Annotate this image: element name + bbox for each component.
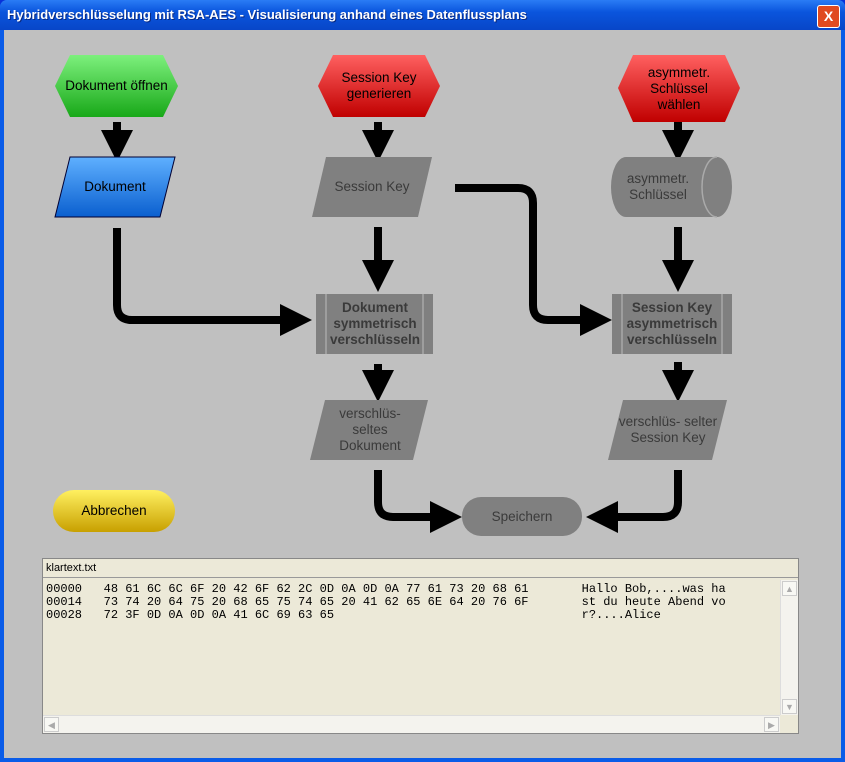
hex-viewer: klartext.txt 00000 48 61 6C 6C 6F 20 42 …	[42, 558, 799, 734]
arrow	[374, 470, 462, 533]
session-key-node: Session Key	[334, 179, 410, 194]
scroll-down-icon[interactable]: ▼	[782, 699, 797, 714]
open-document-hexagon	[55, 55, 178, 117]
asym-key-node: asymmetr. Schlüssel	[626, 171, 690, 202]
choose-asym-key-button[interactable]: asymmetr. Schlüssel wählen	[647, 64, 711, 112]
encrypt-session-key-button[interactable]: Session Key asymmetrisch verschlüsseln	[626, 300, 718, 347]
horizontal-scrollbar[interactable]: ◀ ▶	[43, 715, 780, 733]
document-node: Dokument	[84, 179, 146, 194]
window-title: Hybridverschlüsselung mit RSA-AES - Visu…	[7, 7, 527, 22]
open-document-button[interactable]: Dokument öffnen	[65, 78, 168, 93]
generate-session-key-button[interactable]: Session Key generieren	[341, 70, 417, 101]
save-button[interactable]: Speichern	[491, 508, 553, 524]
scroll-up-icon[interactable]: ▲	[782, 581, 797, 596]
scroll-right-icon[interactable]: ▶	[764, 717, 779, 732]
hex-content[interactable]: 00000 48 61 6C 6C 6F 20 42 6F 62 2C 0D 0…	[43, 580, 780, 715]
hex-filename: klartext.txt	[43, 559, 798, 578]
document-parallelogram	[54, 156, 176, 218]
close-button[interactable]: X	[817, 5, 840, 28]
asym-key-cylinder	[611, 157, 732, 217]
arrow	[586, 470, 682, 533]
encrypt-document-button[interactable]: Dokument symmetrisch verschlüsseln	[329, 300, 421, 347]
scroll-left-icon[interactable]: ◀	[44, 717, 59, 732]
arrow	[455, 184, 612, 336]
choose-key-hexagon	[618, 55, 740, 122]
hex-row: 00000 48 61 6C 6C 6F 20 42 6F 62 2C 0D 0…	[46, 582, 726, 596]
cancel-button[interactable]: Abbrechen	[81, 503, 147, 518]
encrypted-document-node: verschlüs- seltes Dokument	[339, 406, 401, 453]
vertical-scrollbar[interactable]: ▲ ▼	[780, 580, 798, 715]
arrow	[113, 228, 312, 336]
hex-row: 00014 73 74 20 64 75 20 68 65 75 74 65 2…	[46, 595, 726, 609]
encrypted-session-key-node: verschlüs- selter Session Key	[618, 414, 718, 445]
generate-key-hexagon	[318, 55, 440, 117]
title-bar: Hybridverschlüsselung mit RSA-AES - Visu…	[0, 0, 845, 30]
